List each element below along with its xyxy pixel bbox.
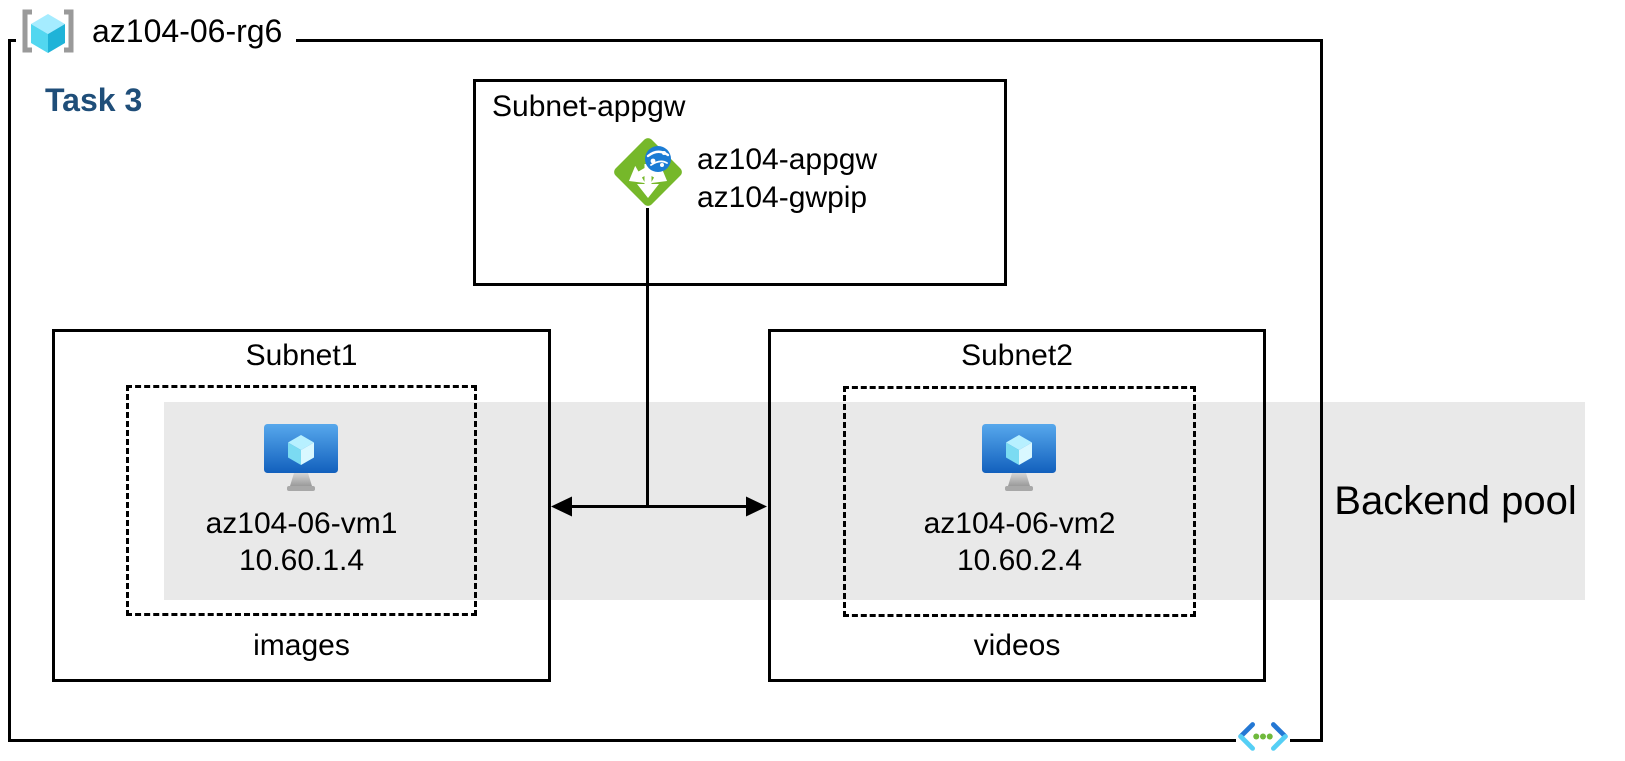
virtual-machine-icon: [982, 424, 1056, 491]
gateway-public-ip: az104-gwpip: [697, 181, 868, 214]
gateway-name: az104-appgw: [697, 143, 878, 176]
virtual-machine-icon: [264, 424, 338, 491]
subnet2-box: Subnet2: [768, 329, 1266, 682]
subnet2-vm-group: [843, 386, 1196, 617]
subnet-appgw-box: Subnet-appgw: [473, 79, 1007, 286]
subnet1-vm-labels: az104-06-vm1 10.60.1.4: [126, 505, 477, 579]
vm1-ip: 10.60.1.4: [238, 544, 365, 577]
vm2-name: az104-06-vm2: [923, 507, 1116, 540]
backend-pool-label: Backend pool: [1334, 478, 1577, 523]
vm2-ip: 10.60.2.4: [956, 544, 1083, 577]
application-gateway-labels: az104-appgw az104-gwpip: [697, 141, 877, 217]
vm1-name: az104-06-vm1: [205, 507, 398, 540]
task-label: Task 3: [45, 82, 143, 118]
subnet1-vm-group: [126, 385, 477, 616]
subnet-appgw-title: Subnet-appgw: [492, 90, 686, 123]
subnet2-app-label: videos: [973, 629, 1061, 662]
subnet1-app-label: images: [253, 629, 350, 662]
application-gateway-icon: [614, 138, 682, 206]
resource-group-icon: [22, 9, 74, 53]
globe-glyph: [645, 146, 671, 172]
resource-group-name: az104-06-rg6: [92, 13, 283, 49]
virtual-network-icon: [1236, 721, 1290, 753]
subnet1-title: Subnet1: [245, 339, 358, 372]
resource-group-border: [8, 39, 1323, 742]
subnet1-box: Subnet1: [52, 329, 551, 682]
backend-pool-band: [164, 402, 1585, 600]
subnet2-title: Subnet2: [961, 339, 1073, 372]
resource-group-label: az104-06-rg6: [16, 4, 297, 58]
subnet2-vm-labels: az104-06-vm2 10.60.2.4: [843, 505, 1196, 579]
